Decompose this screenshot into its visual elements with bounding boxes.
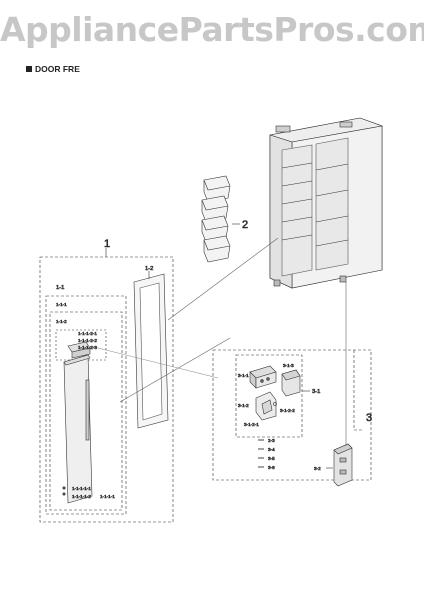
door-bins-illustration [201, 175, 231, 263]
section-title: DOOR FRE [26, 64, 80, 74]
watermark-logo: AppliancePartsPros.com [0, 10, 424, 49]
label-1-1-1: 1-1-1 [56, 302, 67, 307]
bullet-square-icon [26, 66, 32, 72]
label-3-1-1: 3-1-1 [238, 373, 249, 378]
door-hinge-illustration [333, 443, 353, 487]
group-1-box [39, 256, 174, 523]
label-1-1-1-1-2: 1-1-1-1-2 [72, 494, 91, 499]
label-3-2: 3-2 [314, 466, 321, 471]
label-1-1-1-1: 1-1-1-1 [100, 494, 115, 499]
leader-line-gasket-to-cabinet [167, 237, 279, 321]
dispenser-assembly-illustration [249, 365, 301, 421]
screw-icons [258, 439, 264, 468]
leader-line-door-to-cabinet [119, 337, 231, 403]
group-1-1-1-box [49, 311, 123, 511]
group-3-box [212, 349, 372, 481]
label-3-1: 3-1 [312, 389, 320, 395]
label-3-5: 3-5 [268, 456, 275, 461]
label-group-1: 1 [104, 238, 110, 250]
label-gasket-1-2: 1-2 [145, 266, 153, 272]
refrigerator-cabinet-illustration [269, 117, 384, 289]
label-3-1-2: 3-1-2 [238, 403, 249, 408]
label-1-1-1-1-1: 1-1-1-1-1 [72, 486, 91, 491]
leader-line-door-to-dispenser [89, 345, 219, 379]
label-1-1: 1-1 [56, 285, 64, 291]
label-2-3: 2-3 [268, 438, 275, 443]
label-3-4: 3-4 [268, 447, 275, 452]
label-1-1-1-2-1: 1-1-1-2-1 [78, 331, 97, 336]
label-bins-2: 2 [242, 219, 248, 231]
group-1-1-box [45, 295, 127, 515]
section-title-text: DOOR FRE [35, 64, 80, 74]
label-3-6: 3-6 [268, 465, 275, 470]
label-1-1-1-2-2: 1-1-1-2-2 [78, 338, 97, 343]
label-group-3: 3 [366, 412, 372, 424]
door-gasket-illustration [133, 273, 169, 429]
label-3-1-2-1: 3-1-2-1 [244, 422, 259, 427]
door-panel-illustration [62, 341, 93, 504]
group-3-1-box [235, 354, 303, 438]
label-3-1-3: 3-1-3 [283, 363, 294, 368]
label-1-1-2: 1-1-2 [56, 319, 67, 324]
label-3-1-2-2: 3-1-2-2 [280, 408, 295, 413]
label-1-1-1-2-3: 1-1-1-2-3 [78, 345, 97, 350]
